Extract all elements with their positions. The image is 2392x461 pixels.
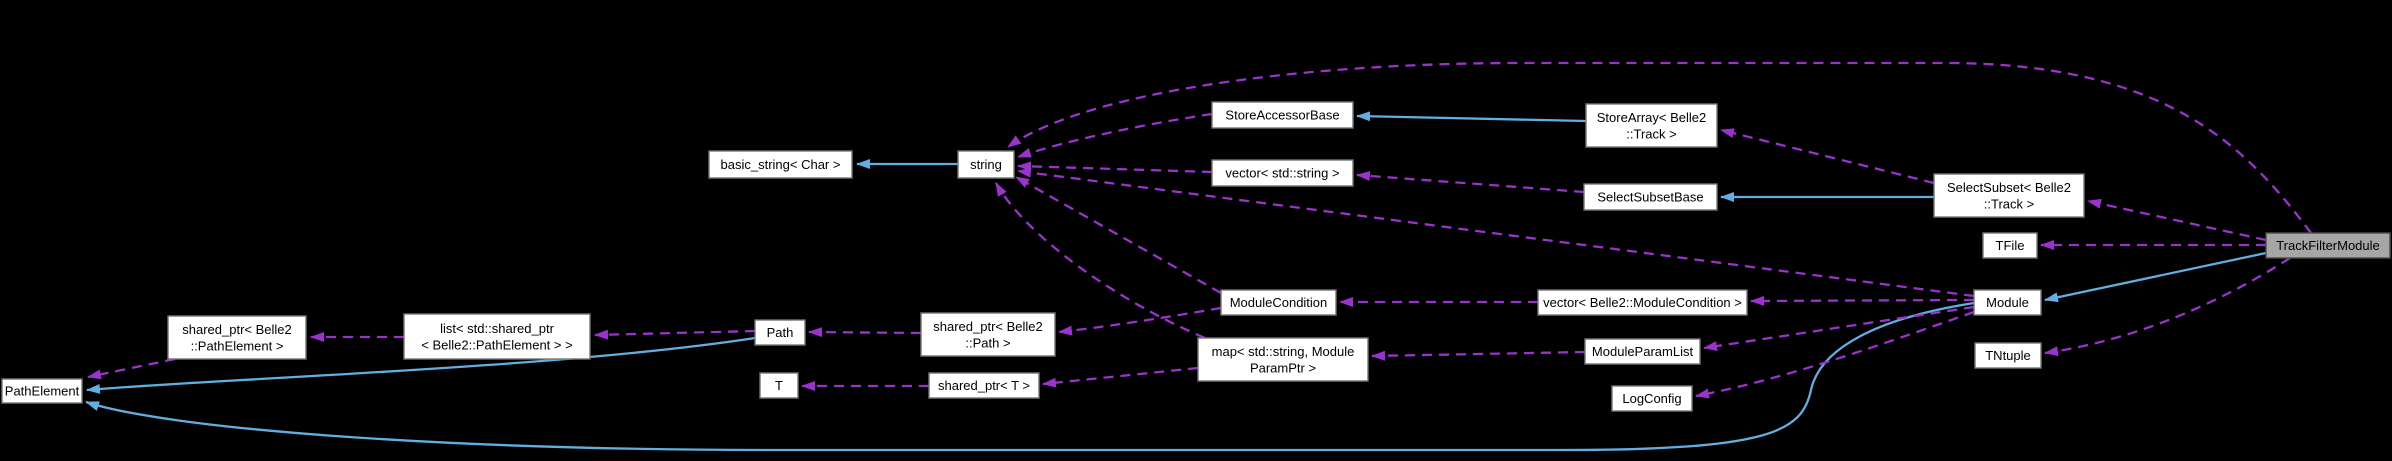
- node-string[interactable]: string: [957, 150, 1015, 179]
- node-basic-string[interactable]: basic_string< Char >: [708, 150, 853, 179]
- node-pathelement-box: [1, 378, 83, 404]
- node-modulecondition-box: [1220, 289, 1337, 316]
- node-sp-path-box: [920, 312, 1056, 357]
- node-storearray-track-box: [1585, 103, 1718, 148]
- edge-module--vector-modulecondition-usage: [1750, 295, 1975, 306]
- node-selectsubsetbase-box: [1583, 183, 1718, 211]
- node-sp-path-label: shared_ptr< Belle2::Path >: [933, 319, 1043, 351]
- node-module-label: Module: [1986, 295, 2029, 310]
- edge-modulecondition--sp-path-usage: [1058, 306, 1222, 336]
- node-trackfiltermodule-box: [2265, 232, 2391, 259]
- edge-storearray-track--storeaccessorbase-inheritance: [1356, 111, 1587, 123]
- node-vector-string-label: vector< std::string >: [1225, 166, 1339, 181]
- edge-module--string-usage: [1017, 167, 1975, 298]
- node-vector-string[interactable]: vector< std::string >: [1211, 159, 1354, 187]
- node-selectsubsetbase[interactable]: SelectSubsetBase: [1583, 183, 1718, 211]
- node-path-label: Path: [767, 325, 794, 340]
- edge-path--list-sp-pathelement-usage: [594, 329, 756, 340]
- node-path-box: [754, 319, 806, 346]
- node-selectsubset-track-label: SelectSubset< Belle2::Track >: [1947, 180, 2071, 212]
- node-pathelement-label: PathElement: [5, 384, 80, 399]
- node-modulecondition-label: ModuleCondition: [1230, 295, 1328, 310]
- edge-moduleparamlist--map-moduleparamptr-usage: [1371, 350, 1586, 361]
- edge-module--moduleparamlist-usage: [1703, 305, 1975, 351]
- node-selectsubset-track-box: [1933, 173, 2085, 218]
- edge-trackfiltermodule--module-inheritance: [2044, 251, 2267, 303]
- edge-trackfiltermodule--selectsubset-track-usage: [2087, 198, 2267, 242]
- node-list-sp-pathelement-box: [403, 313, 591, 360]
- node-tfile-box: [1982, 232, 2038, 259]
- node-selectsubsetbase-label: SelectSubsetBase: [1597, 190, 1703, 205]
- node-moduleparamlist[interactable]: ModuleParamList: [1584, 338, 1701, 365]
- edge-modulecondition--string-usage: [1015, 175, 1222, 295]
- node-tntuple-box: [1974, 342, 2042, 369]
- node-tntuple[interactable]: TNtuple: [1974, 342, 2042, 369]
- node-t-box: [759, 372, 799, 399]
- edge-sp-path--path-usage: [808, 327, 922, 338]
- node-tntuple-label: TNtuple: [1985, 348, 2031, 363]
- node-string-box: [957, 150, 1015, 179]
- node-moduleparamlist-label: ModuleParamList: [1592, 344, 1694, 359]
- edge-module--logconfig-usage: [1695, 310, 1975, 399]
- node-pathelement[interactable]: PathElement: [1, 378, 83, 404]
- edge-map-moduleparamptr--sp-t-usage: [1042, 366, 1199, 388]
- edge-path--pathelement-inheritance: [86, 336, 756, 394]
- edge-vector-string--string-usage: [1017, 161, 1213, 174]
- node-logconfig[interactable]: LogConfig: [1611, 385, 1693, 412]
- edge-storeaccessorbase--string-usage: [1017, 112, 1213, 159]
- node-trackfiltermodule[interactable]: TrackFilterModule: [2265, 232, 2391, 259]
- edge-sp-pathelement--pathelement-usage: [87, 357, 176, 380]
- node-list-sp-pathelement[interactable]: list< std::shared_ptr< Belle2::PathEleme…: [403, 313, 591, 360]
- node-t-label: T: [775, 378, 783, 393]
- node-basic-string-label: basic_string< Char >: [721, 157, 841, 172]
- node-vector-modulecondition-label: vector< Belle2::ModuleCondition >: [1543, 295, 1742, 310]
- node-storearray-track[interactable]: StoreArray< Belle2::Track >: [1585, 103, 1718, 148]
- edge-layer: [85, 61, 2312, 452]
- node-vector-modulecondition-box: [1537, 289, 1748, 316]
- node-sp-t-label: shared_ptr< T >: [938, 378, 1030, 393]
- node-storeaccessorbase-box: [1211, 101, 1354, 129]
- node-selectsubset-track[interactable]: SelectSubset< Belle2::Track >: [1933, 173, 2085, 218]
- node-module[interactable]: Module: [1973, 289, 2042, 316]
- edge-selectsubsetbase--vector-string-usage: [1356, 170, 1585, 194]
- node-basic-string-box: [708, 150, 853, 179]
- node-t[interactable]: T: [759, 372, 799, 399]
- node-map-moduleparamptr-box: [1197, 337, 1369, 382]
- node-sp-path[interactable]: shared_ptr< Belle2::Path >: [920, 312, 1056, 357]
- node-tfile-label: TFile: [1996, 238, 2025, 253]
- node-vector-string-box: [1211, 159, 1354, 187]
- node-path[interactable]: Path: [754, 319, 806, 346]
- node-vector-modulecondition[interactable]: vector< Belle2::ModuleCondition >: [1537, 289, 1748, 316]
- node-logconfig-box: [1611, 385, 1693, 412]
- node-sp-pathelement[interactable]: shared_ptr< Belle2::PathElement >: [167, 315, 307, 360]
- node-logconfig-label: LogConfig: [1622, 391, 1681, 406]
- node-trackfiltermodule-label: TrackFilterModule: [2276, 238, 2380, 253]
- node-module-box: [1973, 289, 2042, 316]
- node-moduleparamlist-box: [1584, 338, 1701, 365]
- edge-map-moduleparamptr--string-usage: [994, 182, 1206, 340]
- node-modulecondition[interactable]: ModuleCondition: [1220, 289, 1337, 316]
- edge-trackfiltermodule--tntuple-usage: [2044, 257, 2291, 357]
- node-sp-pathelement-label: shared_ptr< Belle2::PathElement >: [182, 322, 292, 354]
- node-storeaccessorbase[interactable]: StoreAccessorBase: [1211, 101, 1354, 129]
- edge-module--pathelement-inheritance: [85, 301, 1975, 452]
- node-sp-t[interactable]: shared_ptr< T >: [928, 372, 1040, 399]
- node-sp-t-box: [928, 372, 1040, 399]
- node-storearray-track-label: StoreArray< Belle2::Track >: [1597, 110, 1706, 142]
- node-string-label: string: [970, 157, 1002, 172]
- node-layer: PathElement shared_ptr< Belle2::PathEleme…: [1, 101, 2391, 412]
- edge-selectsubset-track--storearray-track-usage: [1720, 128, 1935, 185]
- node-tfile[interactable]: TFile: [1982, 232, 2038, 259]
- node-storeaccessorbase-label: StoreAccessorBase: [1225, 108, 1339, 123]
- node-list-sp-pathelement-label: list< std::shared_ptr< Belle2::PathEleme…: [421, 321, 572, 353]
- node-sp-pathelement-box: [167, 315, 307, 360]
